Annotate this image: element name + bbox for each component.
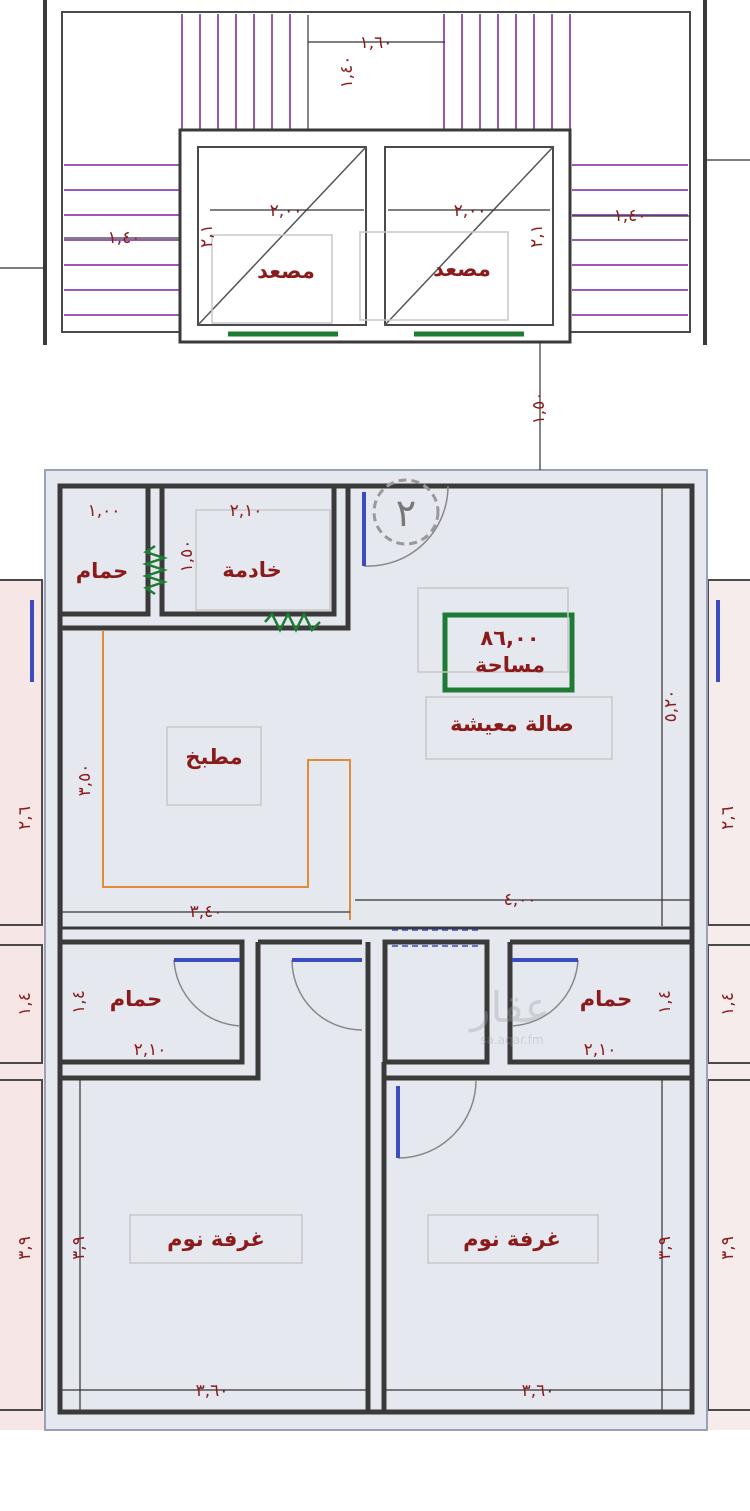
dim-bath-right-depth: ١,٤: [655, 990, 675, 1014]
label-bedroom-right: غرفة نوم: [463, 1227, 561, 1251]
dim-stair-left: ١,٤٠: [108, 228, 141, 248]
dim-bedroom-left-depth: ٣,٩: [69, 1236, 89, 1260]
floor-number: ٢: [396, 491, 416, 535]
neighbor-unit-right: [705, 580, 750, 1430]
label-bedroom-left: غرفة نوم: [167, 1227, 265, 1251]
stair-core: [0, 0, 750, 470]
dim-neighbor-left-lower: ٣,٩: [15, 1236, 35, 1260]
neighbor-left-walls: [0, 579, 43, 1411]
watermark-brand: عقار: [468, 983, 549, 1032]
label-elevator-right: مصعد: [433, 257, 491, 281]
heater-bath: [142, 544, 168, 596]
dim-elevator-right-width: ٢,٠٠: [454, 201, 487, 221]
dim-living-depth: ٥,٢٠: [661, 690, 681, 723]
dim-bedroom-left-width: ٣,٦٠: [196, 1381, 229, 1401]
dim-elevator-right-depth: ٢,١: [527, 224, 547, 248]
label-elevator-left: مصعد: [257, 259, 315, 283]
dim-kitchen-depth: ٣,٥٠: [75, 764, 95, 797]
dim-neighbor-right-mid: ١,٤: [718, 992, 738, 1016]
dim-neighbor-left-upper: ٢,٦: [15, 806, 35, 830]
dim-bedroom-right-depth: ٣,٩: [655, 1236, 675, 1260]
dim-bath-right-width: ٢,١٠: [584, 1040, 617, 1060]
dim-kitchen-width: ٣,٤٠: [190, 902, 223, 922]
kitchen-counter: [102, 630, 351, 920]
watermark: عقار sa.aqar.fm: [468, 983, 549, 1047]
elevator-block: [178, 128, 572, 344]
label-kitchen: مطبخ: [185, 745, 242, 769]
area-box: [442, 612, 575, 693]
dim-elevator-left-depth: ٢,١: [197, 224, 217, 248]
heater-maid: [264, 611, 321, 633]
label-maid: خادمة: [222, 558, 282, 582]
dim-bedroom-right-width: ٣,٦٠: [522, 1381, 555, 1401]
dim-corridor: ١,٥٠: [529, 392, 549, 425]
dim-neighbor-right-lower: ٣,٩: [718, 1236, 738, 1260]
floor-number-badge: [372, 478, 440, 546]
unit-walls: [57, 483, 695, 1415]
dim-maid-width: ٢,١٠: [230, 501, 263, 521]
neighbor-unit-left: [0, 580, 45, 1430]
dim-neighbor-left-mid: ١,٤: [15, 992, 35, 1016]
dim-bath-left-depth: ١,٤: [69, 990, 89, 1014]
dim-bath-top-width: ١,٠٠: [88, 501, 121, 521]
room-labels: مصعد مصعد حمام خادمة مطبخ صالة معيشة حما…: [76, 257, 633, 1251]
dim-stair-right: ١,٤٠: [614, 206, 647, 226]
dimension-labels: ١,٦٠ ١,٤٠ ٢,٠٠ ٢,٠٠ ٢,١ ٢,١ ١,٤٠ ١,٤٠ ١,…: [15, 33, 738, 1401]
dim-maid-depth: ١,٥٠: [177, 540, 197, 573]
watermark-site: sa.aqar.fm: [480, 1033, 543, 1047]
elevator-shaft-left: [197, 146, 367, 326]
dim-living-width: ٤,٠٠: [504, 890, 537, 910]
dim-neighbor-right-upper: ٢,٦: [718, 806, 738, 830]
area-label: مساحة: [475, 653, 545, 677]
dim-stair-top-width: ١,٦٠: [360, 33, 393, 53]
stairs-left: [64, 164, 180, 316]
label-bath-left: حمام: [110, 987, 163, 1011]
dim-bath-left-width: ٢,١٠: [134, 1040, 167, 1060]
label-bath-right: حمام: [580, 987, 633, 1011]
doors: [173, 485, 579, 1159]
stairs-right: [572, 164, 688, 316]
stairs-top: [181, 14, 571, 130]
dim-stair-top-height: ١,٤٠: [337, 56, 357, 89]
dim-elevator-left-width: ٢,٠٠: [270, 201, 303, 221]
area-value: ٨٦,٠٠: [480, 626, 539, 650]
elevator-shaft-right: [384, 146, 554, 326]
label-bath-top: حمام: [76, 559, 129, 583]
label-living: صالة معيشة: [450, 712, 574, 736]
